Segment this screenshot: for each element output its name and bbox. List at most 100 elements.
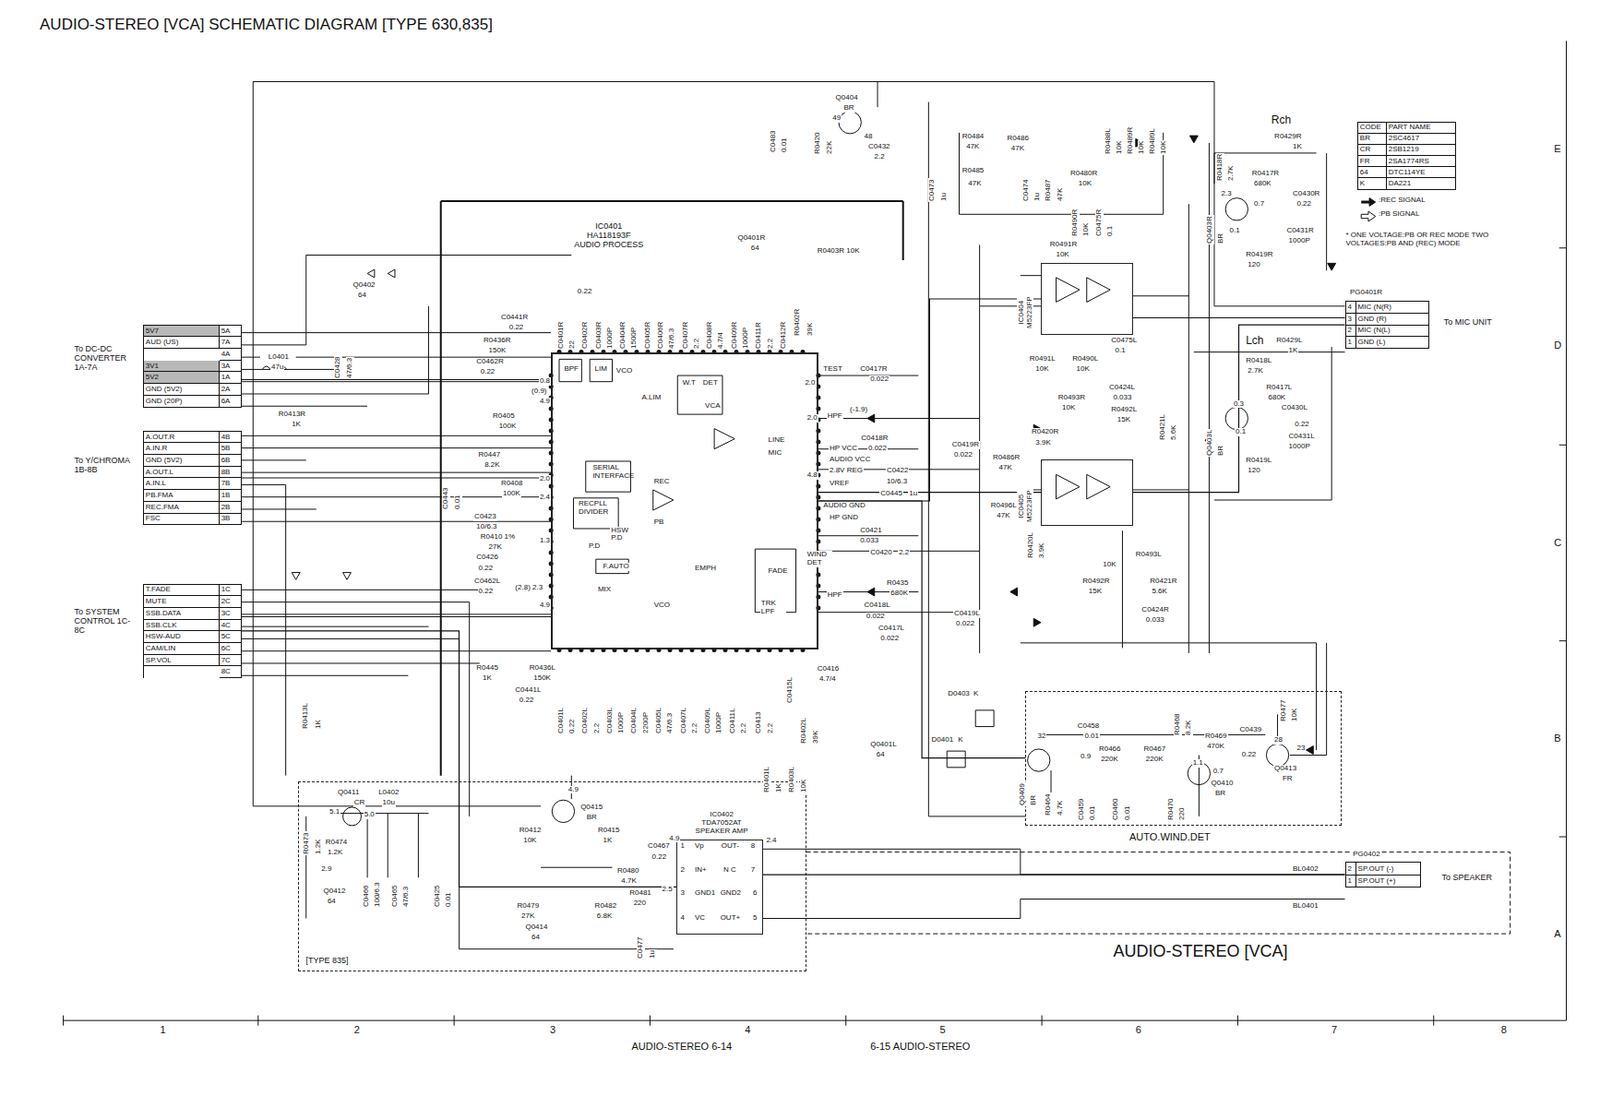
part-label: 10/6.3 [885, 477, 908, 487]
part-label: C0404R [619, 321, 628, 350]
part-label: 2.2 [740, 722, 749, 735]
part-label: R0482 [594, 902, 619, 911]
part-label: R0490R [1071, 207, 1080, 237]
part-label: (2.8) 2.3 [513, 584, 544, 593]
part-label: 10/6.3 [475, 523, 498, 532]
part-label: OUT- [720, 842, 741, 851]
wire [1038, 643, 1327, 817]
part-label: R0401L [763, 765, 772, 794]
part-label: C0418R [859, 434, 889, 443]
part-label: Q0402 [352, 281, 377, 290]
part-label: 3.9K [1038, 542, 1047, 560]
part-label: L0401 [267, 353, 290, 362]
part-label: D0403 [946, 690, 971, 699]
part-label: C0462R [475, 358, 504, 367]
part-label: C0405R [644, 321, 653, 350]
part-label: 2.2 [873, 153, 886, 162]
legend-arrow [1361, 201, 1370, 204]
pin-cell: SSB.CLK [143, 620, 220, 633]
ic-box: IC0405M5223FP [1040, 459, 1134, 526]
part-label: 100K [501, 489, 522, 499]
part-label: C0459 [1077, 798, 1087, 823]
part-label: R0436L [528, 664, 557, 673]
part-label: C0413 [754, 711, 764, 736]
part-label: 2.2 [766, 337, 776, 350]
pin-cell: 5B [219, 442, 242, 455]
part-label: 1.2K [314, 837, 323, 855]
part-label: 220K [1099, 755, 1120, 765]
pin-cell: 1 [1346, 875, 1357, 888]
part-label: 1000P [715, 711, 724, 735]
part-label: 2200P [642, 711, 651, 735]
part-label: R0491L [1028, 355, 1057, 364]
transistor-symbol [1225, 198, 1248, 221]
pin-cell: BR [1358, 133, 1387, 145]
wire-connector [241, 477, 551, 478]
part-label: LIM [594, 365, 609, 374]
part-label: R0412 [518, 826, 543, 836]
part-label: 2.8V REG [828, 466, 864, 476]
part-label: R0417L [1265, 383, 1293, 393]
part-label: HP GND [828, 513, 860, 523]
heading-text: M5223FP [1026, 296, 1035, 329]
part-label: 1000P [741, 326, 751, 350]
part-heading: AUTO.WIND.DET [1128, 831, 1212, 844]
part-label: 4.7K [620, 877, 637, 886]
part-label: 39K [806, 322, 815, 337]
part-label: R0420L [1026, 531, 1036, 560]
part-label: 1.1 [1192, 759, 1205, 768]
part-label: 2.2 [897, 549, 910, 558]
transistor-symbol [1027, 749, 1051, 772]
part-label: R0489L [1148, 127, 1158, 156]
part-label: BR [1029, 794, 1039, 807]
part-label: GND2 [719, 889, 742, 898]
part-label: 0.022 [879, 634, 900, 644]
pin-cell: PB.FMA [143, 489, 220, 502]
part-label: 4.9 [538, 601, 551, 610]
part-label: C0402R [581, 321, 590, 350]
part-label: R0403L [788, 765, 797, 794]
part-label: 10K [1054, 250, 1070, 260]
part-label: Q0411 [336, 788, 360, 798]
part-label: 5.0 [363, 811, 376, 820]
wire-connector [241, 379, 551, 381]
part-label: BL0401 [1291, 902, 1320, 911]
part-label: A [1552, 928, 1562, 940]
dashed-line [806, 852, 1511, 934]
pin-cell: 1 [1346, 336, 1357, 349]
part-label: TEST [822, 365, 843, 374]
pin-cell: 4A [219, 348, 242, 361]
part-label: C0408R [705, 321, 715, 350]
part-label: 0.01 [780, 136, 789, 154]
part-label: VCA [704, 402, 721, 411]
part-label: R0403R 10K [816, 247, 861, 256]
part-label: C0467 [646, 842, 671, 851]
part-label: 7 [1330, 1024, 1338, 1036]
part-label: 47K [998, 464, 1014, 473]
part-label: 5 [938, 1024, 946, 1036]
pin-cell: GND (20P) [143, 395, 220, 408]
part-label: C0419L [953, 609, 981, 619]
part-label: R0487 [1044, 178, 1053, 203]
part-label: 6-15 AUDIO-STEREO [869, 1040, 971, 1052]
heading-text: AUTO.WIND.DET [1129, 831, 1211, 844]
pin-cell: 3C [219, 608, 242, 621]
pin-cell: A.IN.R [143, 442, 220, 455]
diode-symbol [946, 751, 966, 768]
legend-arrow [1369, 198, 1376, 207]
part-label: R0445 [475, 664, 500, 673]
part-label: RECPLL DIVIDER [577, 500, 615, 517]
part-label: 2.9 [320, 865, 333, 874]
pin-cell: FR [1358, 155, 1387, 168]
pin-cell: MIC (N(L) [1356, 325, 1431, 338]
part-label: 47K [1056, 187, 1065, 203]
part-label: C0411R [754, 322, 764, 351]
part-label: 48 [863, 132, 874, 142]
part-label: 0.033 [1145, 616, 1166, 625]
part-label: 8.2K [483, 461, 501, 470]
part-label: 0.7 [1253, 200, 1266, 209]
part-label: 64 [875, 751, 886, 760]
part-label: 0.22 [1241, 751, 1258, 760]
diode-symbol [975, 710, 994, 728]
part-label: 2.2 [691, 722, 700, 735]
